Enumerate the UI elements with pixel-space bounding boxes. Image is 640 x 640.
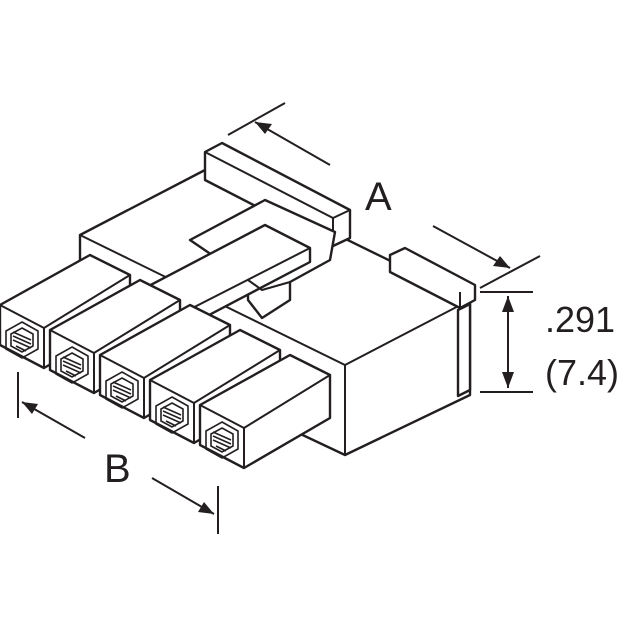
side-rib [388,246,477,398]
top-rail [203,141,352,248]
dimension-height: .291 (7.4) [480,291,619,393]
dimension-a: A [227,102,541,289]
dimension-a-label: A [365,175,392,219]
height-inch-label: .291 [545,299,615,340]
dimension-b: B [17,372,219,534]
dimension-b-label: B [104,447,131,491]
pin-housing-5 [198,353,332,470]
height-mm-label: (7.4) [545,352,619,393]
